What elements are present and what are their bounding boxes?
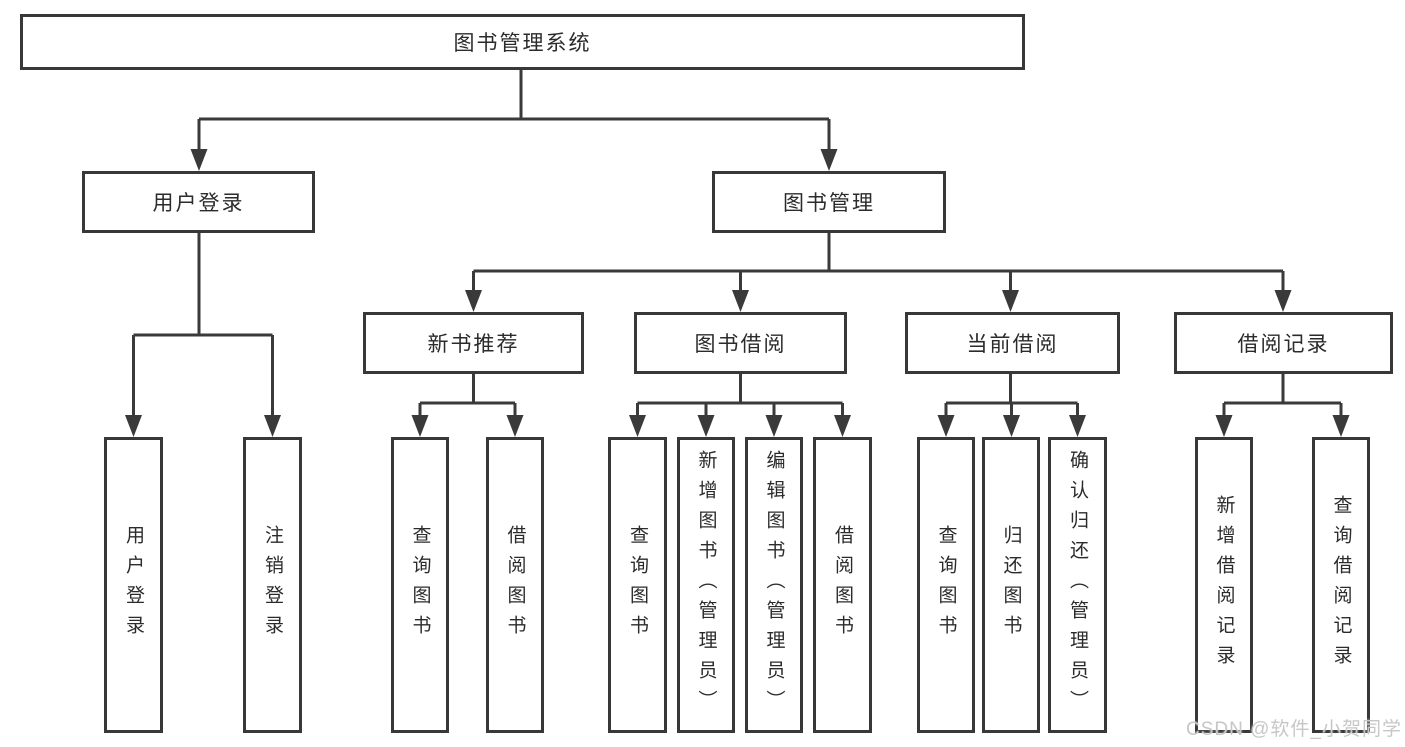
leaf-recommend-query-book: 查询图书 xyxy=(391,437,449,733)
node-label: 图书借阅 xyxy=(694,333,787,356)
leaf-borrow-edit-book-admin: 编辑图书（管理员） xyxy=(745,437,803,733)
node-user-login: 用户登录 xyxy=(82,171,315,233)
node-label: 借阅图书 xyxy=(504,525,526,645)
node-label: 编辑图书（管理员） xyxy=(763,450,785,720)
node-label: 借阅记录 xyxy=(1237,333,1330,356)
node-new-book-recommend: 新书推荐 xyxy=(363,312,584,374)
leaf-logout-login: 注销登录 xyxy=(243,437,302,733)
node-label: 注销登录 xyxy=(262,525,283,645)
leaf-record-query-borrow-record: 查询借阅记录 xyxy=(1312,437,1370,733)
leaf-recommend-borrow-book: 借阅图书 xyxy=(486,437,544,733)
node-label: 图书管理 xyxy=(783,192,875,215)
leaf-borrow-lend-book: 借阅图书 xyxy=(813,437,872,733)
node-label: 图书管理系统 xyxy=(453,32,592,55)
node-label: 新书推荐 xyxy=(427,333,520,356)
leaf-borrow-query-book: 查询图书 xyxy=(608,437,667,733)
node-label: 当前借阅 xyxy=(966,333,1059,356)
leaf-current-return-book: 归还图书 xyxy=(982,437,1040,733)
node-current-borrow: 当前借阅 xyxy=(905,312,1120,374)
node-label: 归还图书 xyxy=(1000,525,1022,645)
csdn-watermark: CSDN @软件_小贺同学 xyxy=(1186,719,1402,740)
node-borrow-record: 借阅记录 xyxy=(1174,312,1393,374)
node-label: 查询图书 xyxy=(935,525,957,645)
node-label: 用户登录 xyxy=(152,192,245,215)
node-label: 查询图书 xyxy=(409,525,431,645)
node-label: 新增图书（管理员） xyxy=(695,450,717,720)
leaf-borrow-add-book-admin: 新增图书（管理员） xyxy=(677,437,735,733)
node-label: 用户登录 xyxy=(123,525,144,645)
node-label: 新增借阅记录 xyxy=(1213,495,1235,675)
node-book-management: 图书管理 xyxy=(712,171,946,233)
leaf-record-add-borrow-record: 新增借阅记录 xyxy=(1195,437,1253,733)
node-root-library-management-system: 图书管理系统 xyxy=(20,14,1025,70)
leaf-user-login: 用户登录 xyxy=(104,437,163,733)
node-label: 确认归还（管理员） xyxy=(1067,450,1088,720)
node-label: 借阅图书 xyxy=(832,525,853,645)
leaf-current-query-book: 查询图书 xyxy=(917,437,975,733)
node-book-borrow: 图书借阅 xyxy=(634,312,847,374)
leaf-current-confirm-return-admin: 确认归还（管理员） xyxy=(1048,437,1107,733)
node-label: 查询图书 xyxy=(627,525,648,645)
node-label: 查询借阅记录 xyxy=(1330,495,1352,675)
